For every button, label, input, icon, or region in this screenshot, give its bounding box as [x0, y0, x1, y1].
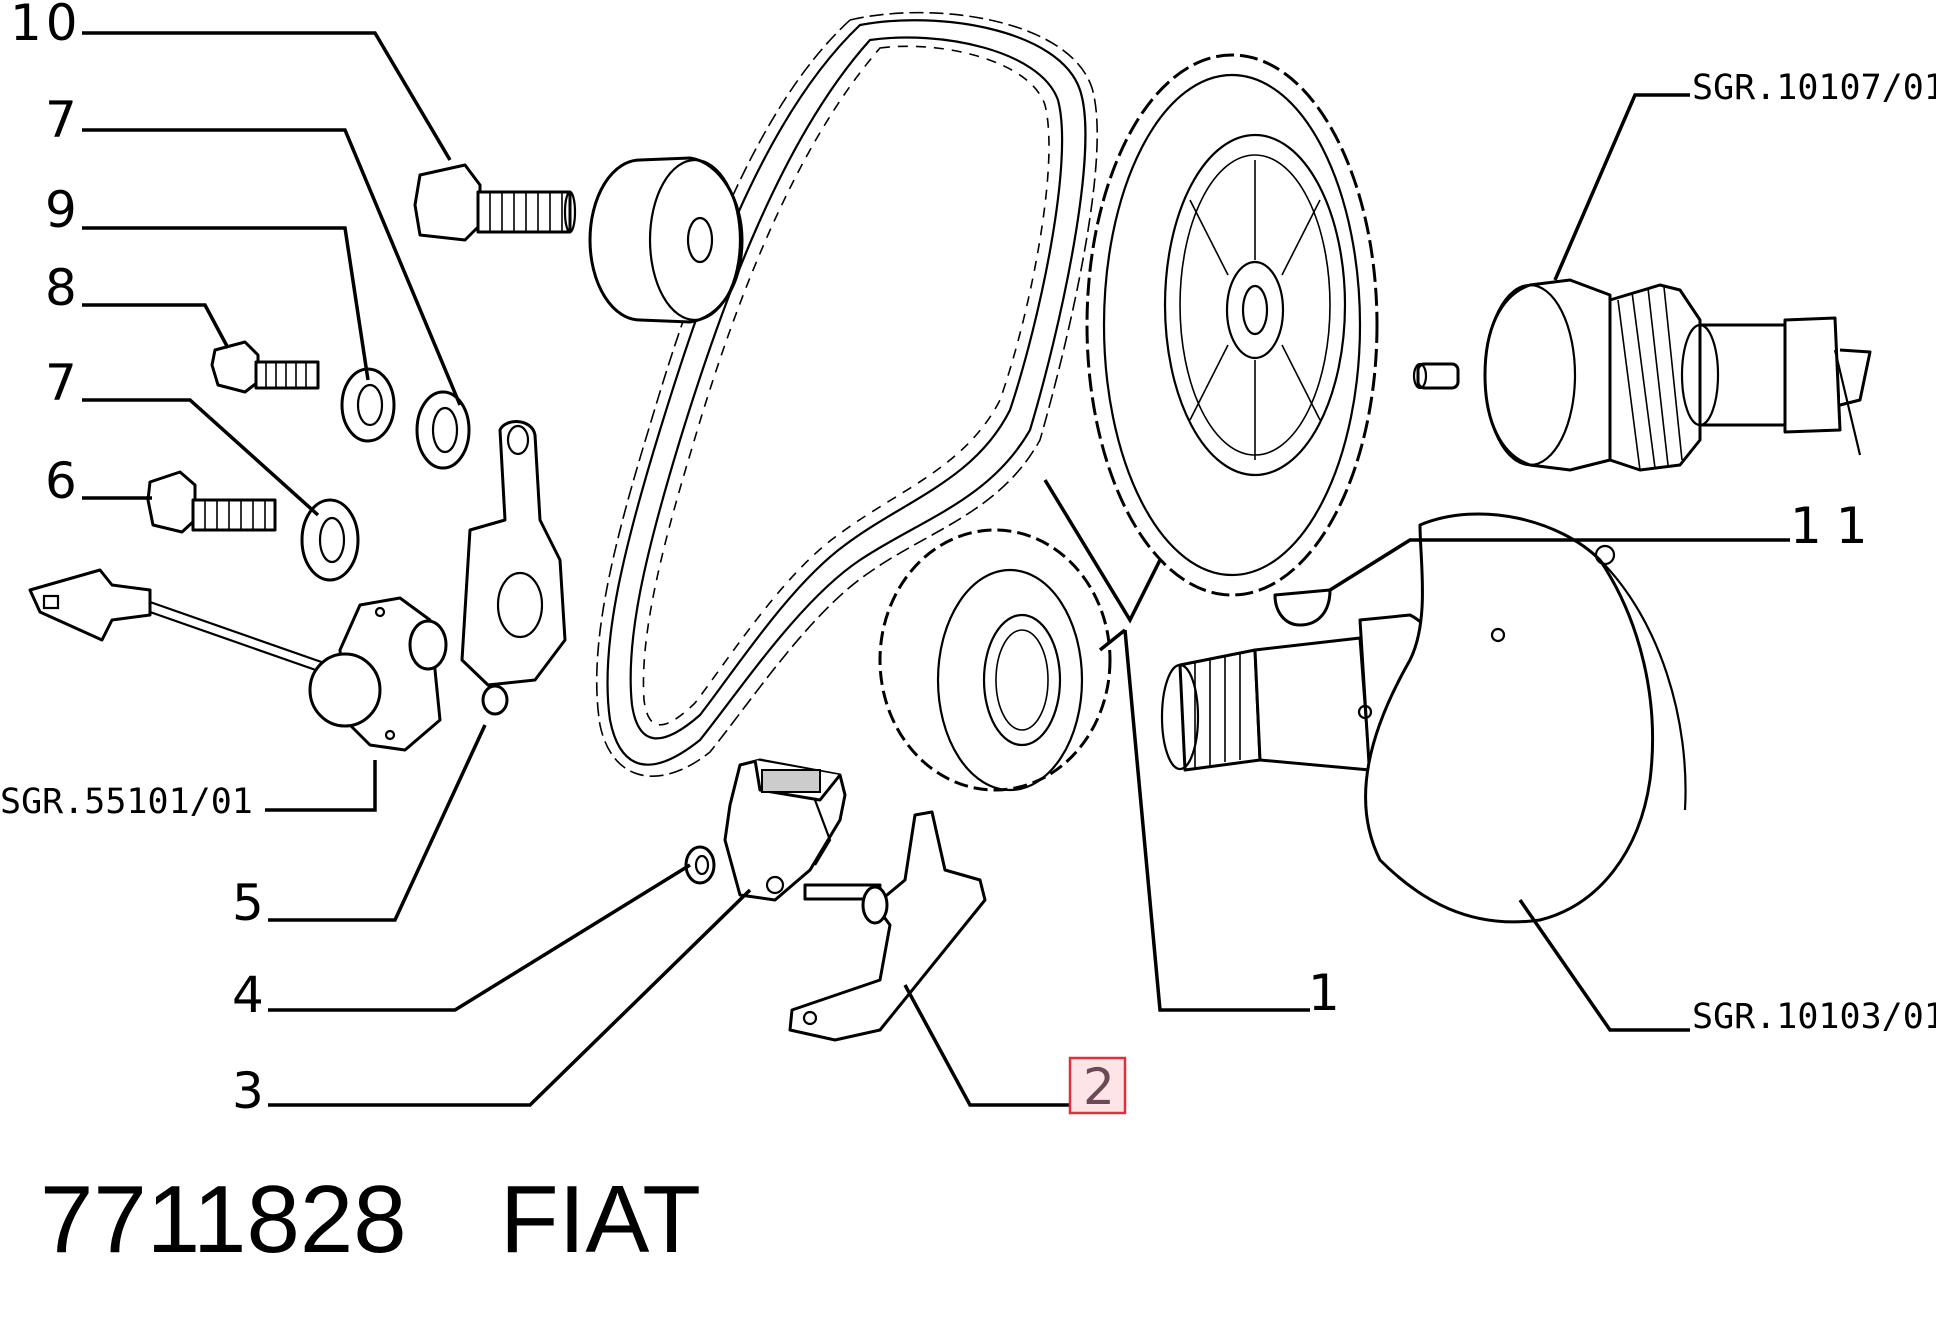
- camshaft-sprocket: [1085, 53, 1379, 597]
- circlip-4: [684, 845, 716, 885]
- callout-10: 10: [10, 0, 82, 52]
- crankshaft-sprocket: [878, 528, 1112, 792]
- callout-8: 8: [45, 259, 77, 317]
- ref-sensor: SGR.55101/01: [0, 782, 253, 822]
- timing-chain: [595, 11, 1098, 777]
- ref-camshaft: SGR.10107/01: [1692, 68, 1936, 108]
- bolt-8: [210, 340, 320, 394]
- bracket-5: [460, 420, 567, 716]
- callout-9: 9: [45, 181, 77, 239]
- woodruff-key-11: [1273, 588, 1332, 627]
- callout-5: 5: [232, 874, 264, 932]
- chain-tensioner-3: [723, 758, 847, 902]
- crankshaft: [1160, 512, 1687, 924]
- callout-3: 3: [232, 1062, 264, 1120]
- callout-1: 1: [1308, 964, 1340, 1022]
- callout-2: 2: [1083, 1058, 1115, 1116]
- callout-4: 4: [232, 966, 264, 1024]
- sensor: [28, 568, 448, 752]
- callout-11: 11: [1790, 497, 1882, 555]
- callout-7-lower: 7: [45, 354, 77, 412]
- washer-7-lower: [300, 498, 360, 582]
- leader-lines: [82, 31, 1790, 1107]
- bolt-10: [413, 163, 577, 242]
- ref-crankshaft: SGR.10103/01: [1692, 997, 1936, 1037]
- part-number: 7711828: [40, 1166, 407, 1273]
- washer-7-upper: [415, 390, 471, 470]
- brand-name: FIAT: [500, 1166, 701, 1273]
- callout-6: 6: [45, 452, 77, 510]
- dowel-pin: [1412, 362, 1460, 390]
- bolt-6: [146, 470, 277, 534]
- callout-2-highlight[interactable]: 2: [1068, 1056, 1127, 1116]
- camshaft: [1483, 278, 1872, 472]
- pulley-boss: [588, 156, 744, 324]
- callout-7-upper: 7: [45, 91, 77, 149]
- tensioner-shoe-2: [788, 810, 987, 1042]
